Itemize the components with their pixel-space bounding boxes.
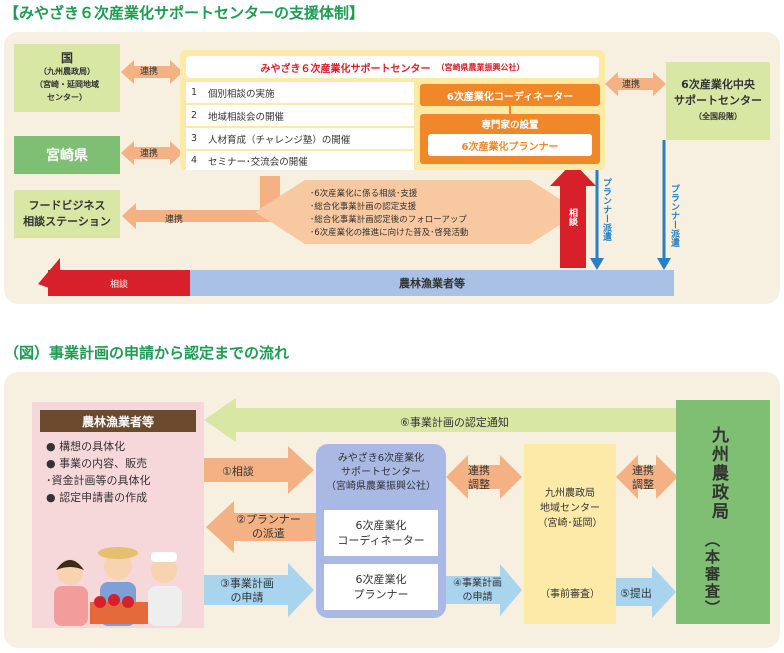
arrow-renkei1	[446, 455, 522, 499]
regional-center-box	[524, 444, 616, 624]
planner-dispatch-label-1: プランナー派遣	[601, 178, 611, 241]
arrow-red-soudan-up	[550, 162, 596, 268]
kyushu-box	[676, 400, 770, 624]
farmers-illustration-icon	[54, 547, 182, 626]
arrow-consult	[204, 446, 314, 494]
farmers-bullet: ･資金計画等の具体化	[46, 474, 151, 487]
support-list-item: ･総合化事業計画認定後のフォローアップ	[310, 215, 467, 225]
coordinator-box: 6次産業化コーディネーター	[420, 84, 600, 106]
renkei2-label: 連携調整	[632, 464, 654, 491]
farmers-bullets: ● 構想の具体化 ● 事業の内容、販売 ･資金計画等の具体化 ● 認定申請書の作…	[46, 438, 151, 506]
coordinator2-box: 6次産業化コーディネーター	[324, 510, 438, 556]
kuni-name: 国	[60, 51, 73, 65]
kyushu-sub: （本審査）	[703, 532, 721, 617]
kuni-box: 国 （九州農政局） （宮崎・延岡地域 センター）	[14, 44, 120, 112]
renkei-label-1: 連携	[140, 67, 159, 77]
arrow-apply2-label: ④事業計画の申請	[453, 578, 502, 603]
farmers-bullet: ● 認定申請書の作成	[46, 491, 148, 504]
kuni-sub1: （九州農政局）	[39, 67, 95, 76]
support-center-title-sub: （宮崎県農業振興公社）	[436, 62, 525, 72]
renkei1-label: 連携調整	[468, 464, 490, 491]
arrow-dispatch	[206, 501, 316, 553]
arrow-submit	[616, 566, 676, 618]
support-center2-title: みやざき6次産業化 サポートセンター （宮崎県農業振興公社）	[326, 453, 436, 492]
food-biz-line1: フードビジネス	[28, 199, 106, 212]
farmers-bar: 農林漁業者等	[190, 270, 674, 296]
arrow-support	[255, 180, 580, 244]
soudan-label-up: 相談	[567, 208, 577, 226]
central-support-box: 6次産業化中央 サポートセンター （全国段階）	[666, 62, 770, 140]
kuni-sub3: センター）	[47, 93, 87, 102]
soudan-label-left: 相談	[110, 280, 129, 290]
central-sub: （全国段階）	[694, 112, 742, 121]
central-line1: 6次産業化中央	[681, 78, 755, 91]
arrow-apply1-label: ③事業計画の申請	[220, 577, 274, 604]
expert-label: 専門家の設置	[481, 120, 539, 131]
arrow-notice-label: ⑥事業計画の認定通知	[400, 416, 509, 429]
arrow-notice	[204, 398, 676, 442]
arrow-ken-center	[121, 141, 183, 165]
central-line2: サポートセンター	[674, 94, 762, 107]
regional-pre-review: （事前審査）	[540, 589, 600, 600]
arrow-apply1	[204, 563, 314, 617]
support-list-item: ･総合化事業計画の認定支援	[310, 202, 417, 212]
arrow-apply2	[446, 564, 522, 616]
arrow-kuni-center	[121, 60, 183, 84]
arrow-center-central	[605, 72, 666, 96]
arrow-red-bar	[48, 270, 72, 296]
diagram2-title: （図）事業計画の申請から認定までの流れ	[4, 344, 290, 362]
kyushu-main: 九州農政局	[708, 426, 728, 521]
arrow-submit-label: ⑤提出	[620, 587, 652, 600]
support-list: ･6次産業化に係る相談･支援 ･総合化事業計画の認定支援 ･総合化事業計画認定後…	[310, 188, 530, 240]
support-list-item: ･6次産業化に係る相談･支援	[310, 189, 418, 199]
farmers-bullet: ● 事業の内容、販売	[46, 457, 148, 470]
arrow-consult-label: ①相談	[222, 465, 254, 478]
support-list-item: ･6次産業化の推進に向けた普及･啓発活動	[310, 228, 469, 238]
renkei-label-3: 連携	[165, 215, 184, 225]
coordinator-connector	[509, 106, 511, 114]
renkei-label-2: 連携	[140, 149, 159, 159]
support-center-title: みやざき６次産業化サポートセンター	[260, 63, 431, 75]
support-center-title-bar: みやざき６次産業化サポートセンター （宮崎県農業振興公社）	[186, 56, 599, 78]
arrow-renkei2	[616, 455, 678, 499]
food-biz-line2: 相談ステーション	[23, 215, 111, 228]
diagram1-title: 【みやざき６次産業化サポートセンターの支援体制】	[4, 4, 365, 22]
regional-center-title: 九州農政局 地域センター （宮崎･延岡）	[537, 488, 603, 529]
planner-box: 6次産業化プランナー	[428, 134, 592, 156]
arrow-food-center	[122, 176, 280, 229]
arrow-red-soudan-left	[38, 258, 190, 296]
renkei-label-4: 連携	[622, 80, 641, 90]
kuni-sub2: （宮崎・延岡地域	[35, 80, 99, 89]
planner-dispatch-label-2: プランナー派遣	[669, 184, 679, 247]
farmers-bullet: ● 構想の具体化	[46, 440, 126, 453]
miyazaki-pref-box: 宮崎県	[14, 136, 120, 174]
farmers-box-title: 農林漁業者等	[40, 410, 196, 432]
arrow-dispatch-label: ②プランナーの派遣	[236, 513, 301, 540]
food-biz-box: フードビジネス 相談ステーション	[14, 190, 120, 238]
planner2-box: 6次産業化プランナー	[324, 564, 438, 610]
